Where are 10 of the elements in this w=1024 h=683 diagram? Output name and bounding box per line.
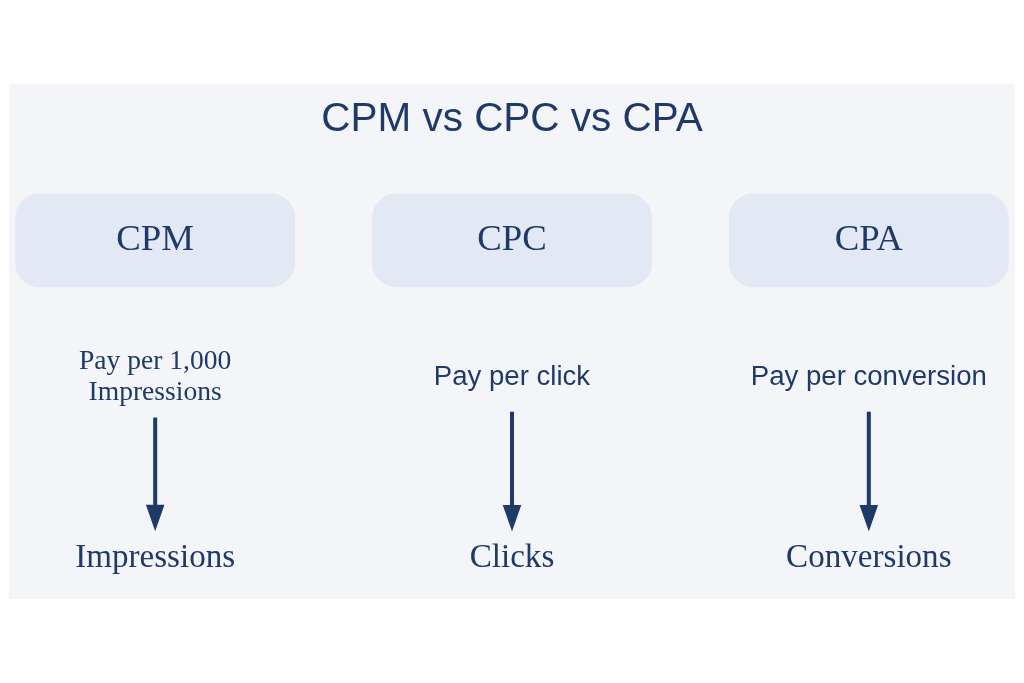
node-text: Impressions	[75, 537, 236, 574]
node-text: Pay per conversion	[750, 359, 987, 391]
arrow	[502, 411, 522, 532]
node-text: Pay per 1,000 Impressions	[78, 344, 232, 407]
node-text: Conversions	[786, 537, 952, 574]
arrow	[145, 417, 165, 532]
node-text: Pay per click	[433, 359, 591, 391]
node-text: Clicks	[469, 537, 555, 574]
diagram-title: CPM vs CPC vs CPA	[321, 94, 703, 141]
arrow	[859, 411, 879, 532]
